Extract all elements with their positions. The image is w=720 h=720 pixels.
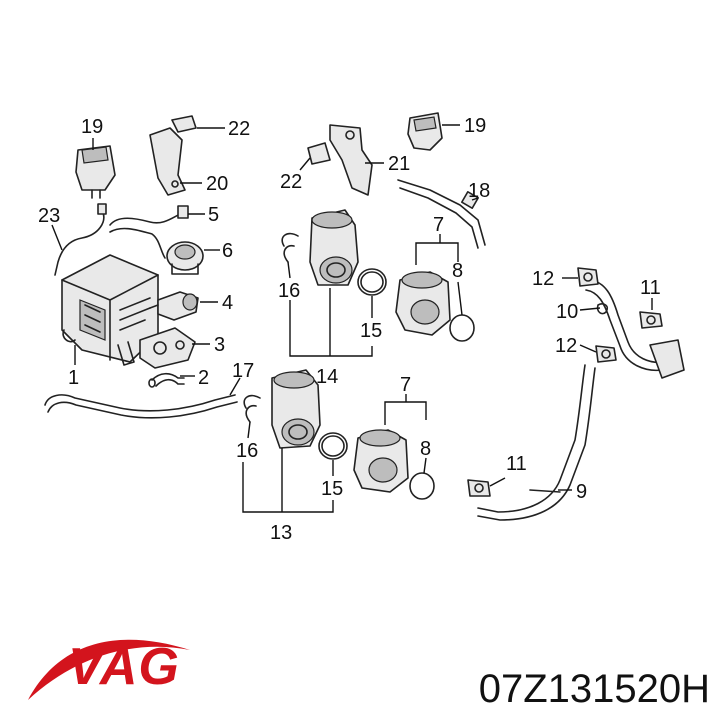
callout-16-lower: 16	[236, 440, 258, 462]
part-1-canister	[61, 254, 159, 366]
part-19-actuator-left	[75, 145, 116, 199]
callout-8-lower: 8	[420, 438, 431, 460]
callout-19-left: 19	[81, 116, 103, 138]
logo-swoosh	[28, 639, 190, 700]
callout-22-left: 22	[228, 118, 250, 140]
part-5-harness	[109, 205, 189, 259]
brand-logo-text: VAG	[68, 638, 180, 696]
part-2-hose	[148, 372, 185, 388]
part-13-egr-housing	[271, 369, 321, 449]
part-7-valve-upper	[395, 271, 451, 336]
part-9-pipe	[477, 279, 685, 521]
callout-11-lower: 11	[506, 453, 527, 475]
callout-11-right: 11	[640, 277, 661, 299]
brand-logo: VAG	[28, 638, 190, 700]
callout-3: 3	[214, 334, 225, 356]
leader-lines	[51, 124, 653, 513]
callout-9: 9	[576, 481, 587, 503]
part-23-sensor	[54, 203, 107, 276]
part-16-clip-upper	[281, 232, 299, 263]
callout-12-top: 12	[532, 268, 554, 290]
callout-7-lower: 7	[400, 374, 411, 396]
callout-10: 10	[556, 301, 578, 323]
callout-21: 21	[388, 153, 410, 175]
part-16-clip-lower	[243, 394, 261, 423]
callout-13: 13	[270, 522, 292, 544]
part-14-egr-housing	[309, 209, 359, 286]
callout-labels: 1 2 3 4 5 6 7 7 8 8 9 10 11 11 12 12 13 …	[38, 115, 661, 544]
callout-22-center: 22	[280, 171, 302, 193]
callout-7-upper: 7	[433, 214, 444, 236]
callout-6: 6	[222, 240, 233, 262]
part-4-valve	[149, 291, 199, 321]
part-18-pipe	[397, 179, 486, 249]
part-8-oring-upper	[449, 314, 475, 342]
callout-23: 23	[38, 205, 60, 227]
callout-15-lower: 15	[321, 478, 343, 500]
part-3-bracket	[139, 327, 196, 369]
part-19-actuator-right	[407, 112, 443, 151]
callout-19-right: 19	[464, 115, 486, 137]
callout-18: 18	[468, 180, 490, 202]
callout-20: 20	[206, 173, 228, 195]
part-15-gasket-upper	[357, 268, 387, 296]
part-number: 07Z131520H	[479, 667, 710, 711]
callout-14: 14	[316, 366, 338, 388]
callout-1: 1	[68, 367, 79, 389]
part-6-converter	[166, 241, 204, 275]
callout-5: 5	[208, 204, 219, 226]
part-8-oring-lower	[409, 472, 435, 500]
callout-2: 2	[198, 367, 209, 389]
part-21-bracket	[307, 124, 373, 196]
callout-15-upper: 15	[360, 320, 382, 342]
gaskets	[467, 267, 663, 497]
callout-8-upper: 8	[452, 260, 463, 282]
part-15-gasket-lower	[318, 432, 348, 460]
callout-16-upper: 16	[278, 280, 300, 302]
callout-12-mid: 12	[555, 335, 577, 357]
callout-4: 4	[222, 292, 233, 314]
callout-17: 17	[232, 360, 254, 382]
long-hose	[44, 394, 238, 419]
part-7-valve-lower	[353, 429, 409, 493]
